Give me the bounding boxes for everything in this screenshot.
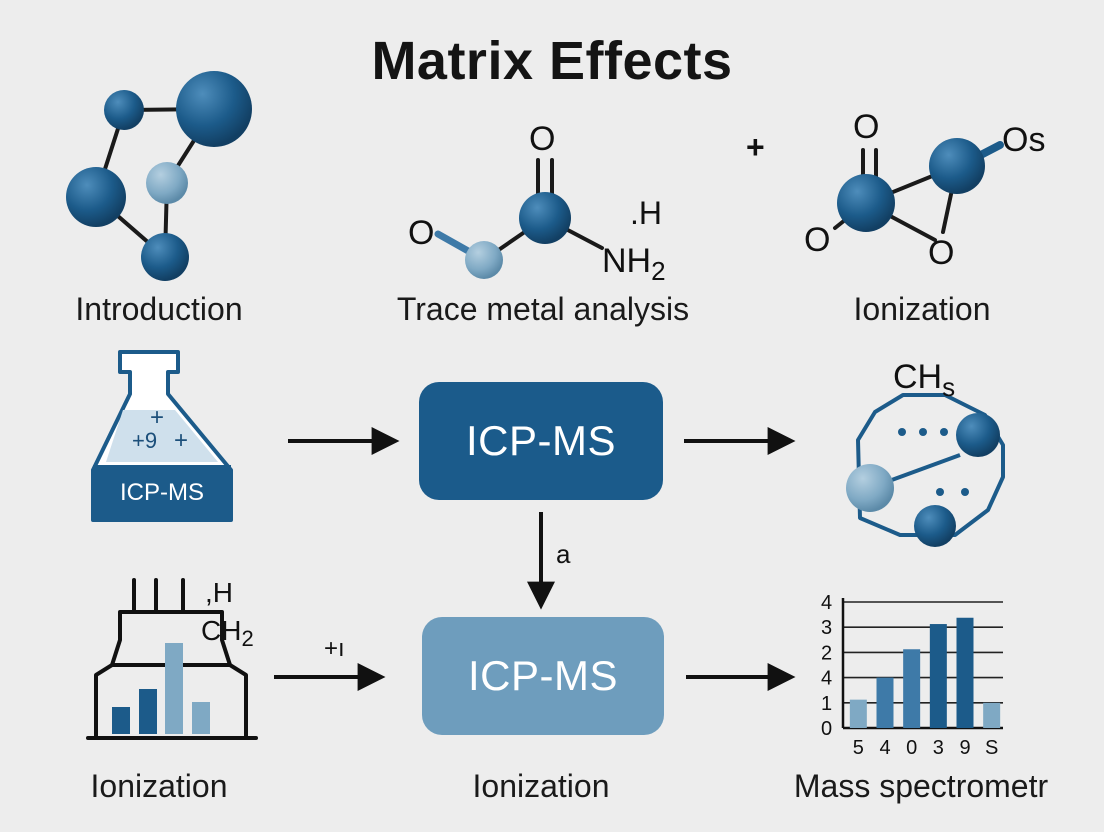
atom-dark [914,505,956,547]
factory-bar [192,702,210,734]
arrow-left-label: +ı [324,635,345,662]
ring-structure: CHs [846,358,1005,547]
introduction-molecule [66,71,252,281]
ion-o-bottom: O [928,234,954,272]
chart-bar [849,699,867,728]
chart-grid [841,598,1003,730]
chart-y-ticks: 4 3 2 4 1 0 [821,592,832,740]
ring-dot [919,428,927,436]
x-tick-label: 5 [853,737,864,759]
label-ionization-bottom-left: Ionization [90,768,228,804]
x-tick-label: 9 [959,737,970,759]
icp-ms-box-secondary: ICP-MS [422,617,664,735]
factory-ch2-group: CH2 [201,615,254,651]
factory-bar [139,689,157,734]
y-tick-label: 4 [821,668,832,690]
x-tick-label: 4 [879,737,890,759]
flask-label: ICP-MS [120,479,204,506]
atom-light [465,241,503,279]
label-trace-metal-analysis: Trace metal analysis [396,291,690,327]
factory-bar [165,643,183,734]
atom-dark [104,90,144,130]
ring-ch-group: CHs [893,358,955,402]
icp-ms-flask: + +9 + ICP-MS [91,350,233,522]
flask-charge: +9 [132,428,157,453]
ionization-molecule: + O Os O O [746,108,1045,272]
atom-dark [837,174,895,232]
y-tick-label: 3 [821,617,832,639]
chart-bar [929,624,947,728]
x-tick-label: 3 [933,737,944,759]
chart-bar [983,702,1001,728]
icp-ms-box-primary: ICP-MS [419,382,663,500]
trace-molecule: O O .H NH2 [408,120,666,286]
page-title: Matrix Effects [371,31,733,91]
trace-nh2-group: NH2 [602,242,666,286]
factory-icon: ,H CH2 [86,577,258,740]
atom-light [846,464,894,512]
x-tick-label: 0 [906,737,917,759]
arrow-down-label: a [556,539,571,569]
ring-dot [936,488,944,496]
ion-os-atom: Os [1002,121,1045,159]
y-tick-label: 1 [821,693,832,715]
atom-dark-large [176,71,252,147]
flask-plus-top: + [150,404,164,431]
flow-arrows [274,427,796,691]
ring-dot [961,488,969,496]
atom-dark [519,192,571,244]
atom-dark [66,167,126,227]
chart-bars [849,617,1001,728]
atom-dark [929,138,985,194]
ion-o-top: O [853,108,879,146]
factory-h-atom: ,H [205,577,233,608]
flask-plus-right: + [174,427,188,454]
atom-dark [141,233,189,281]
ring-dot [898,428,906,436]
y-tick-label: 4 [821,592,832,614]
label-mass-spectrometr: Mass spectrometr [793,768,1049,804]
chart-bar [903,649,921,728]
label-ionization-bottom-center: Ionization [472,768,610,804]
label-introduction: Introduction [75,291,243,327]
chart-bar [876,677,894,728]
y-tick-label: 0 [821,718,832,740]
trace-top-o-atom: O [529,120,555,158]
ring-dot [940,428,948,436]
y-tick-label: 2 [821,642,832,664]
trace-h-atom: .H [630,195,662,231]
x-tick-label: S [985,737,998,759]
plus-sign: + [746,129,765,165]
trace-o-atom: O [408,214,434,252]
chart-bar [956,617,974,728]
factory-bar [112,707,130,734]
atom-light [146,162,188,204]
atom-dark [956,413,1000,457]
ion-o-left: O [804,221,830,259]
label-ionization-top: Ionization [853,291,991,327]
